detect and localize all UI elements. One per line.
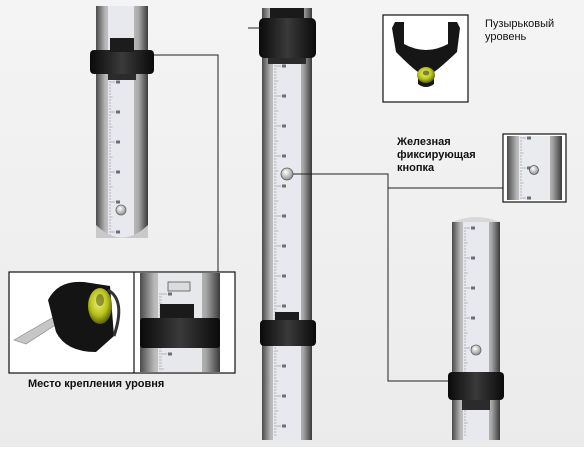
rod-left-button: [115, 204, 127, 216]
rod-left-scale: [109, 80, 120, 236]
rod-center-scale: [274, 64, 286, 436]
rod-center-bottom-clamp: [260, 320, 316, 346]
inset-level-mount: [8, 271, 236, 374]
rod-right-button: [470, 344, 482, 356]
leader-lines: [154, 27, 503, 382]
rod-right-clamp: [448, 372, 504, 400]
bubble-level-vial-icon: [392, 22, 460, 87]
rod-center-top-clamp: [259, 18, 316, 58]
label-bubble-level: Пузырьковый уровень: [485, 18, 555, 43]
inset-bubble-level: [382, 14, 469, 103]
rod-right: [448, 217, 504, 440]
label-iron-button: Железная фиксирующая кнопка: [397, 136, 476, 174]
lock-button-icon: [280, 167, 294, 181]
label-level-mount: Место крепления уровня: [28, 378, 165, 390]
rod-left: [90, 6, 154, 238]
inset-iron-button: [502, 133, 567, 203]
rod-left-clamp: [90, 50, 154, 74]
rod-center: [259, 8, 316, 440]
